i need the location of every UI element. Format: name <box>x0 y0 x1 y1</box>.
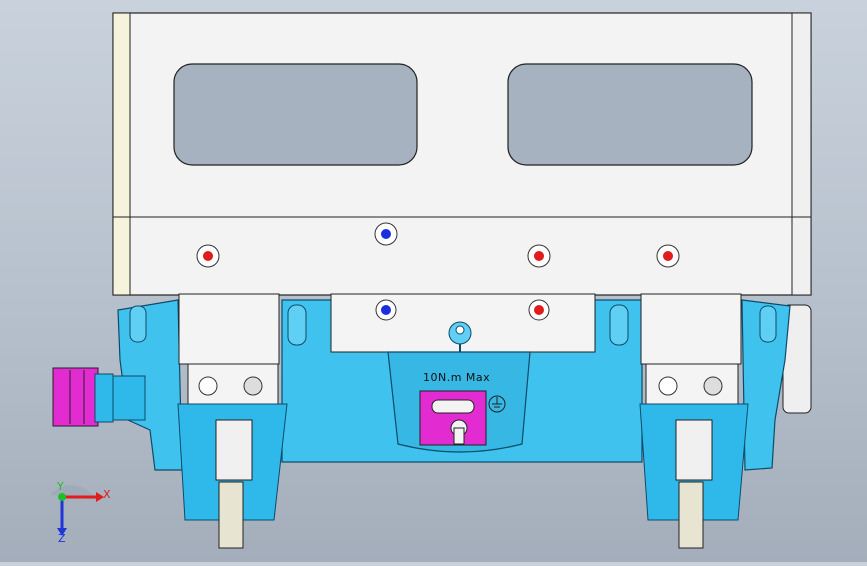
pin-red-1 <box>196 244 220 268</box>
torque-annotation: 10N.m Max <box>423 371 491 384</box>
socket-pin-icon <box>448 321 472 358</box>
axis-z-label: Z <box>58 532 66 545</box>
pin-red-3 <box>656 244 680 268</box>
housing-pins <box>196 222 680 268</box>
pin-blue-2 <box>375 299 397 321</box>
leg-left <box>177 293 288 549</box>
pin-red-4 <box>528 299 550 321</box>
ground-icon <box>488 395 506 413</box>
pin-red-2 <box>527 244 551 268</box>
housing-window-right <box>507 63 753 166</box>
connector-plug <box>52 367 146 427</box>
upper-housing <box>112 12 812 296</box>
axis-x-label: X <box>103 488 111 501</box>
axis-y-label: Y <box>57 480 64 493</box>
ground-terminal <box>419 390 487 446</box>
housing-window-left <box>173 63 418 166</box>
pin-blue-1 <box>374 222 398 246</box>
axis-triad <box>50 485 104 536</box>
leg-right <box>639 293 749 549</box>
screw-icon <box>129 304 777 346</box>
center-block <box>330 293 596 358</box>
